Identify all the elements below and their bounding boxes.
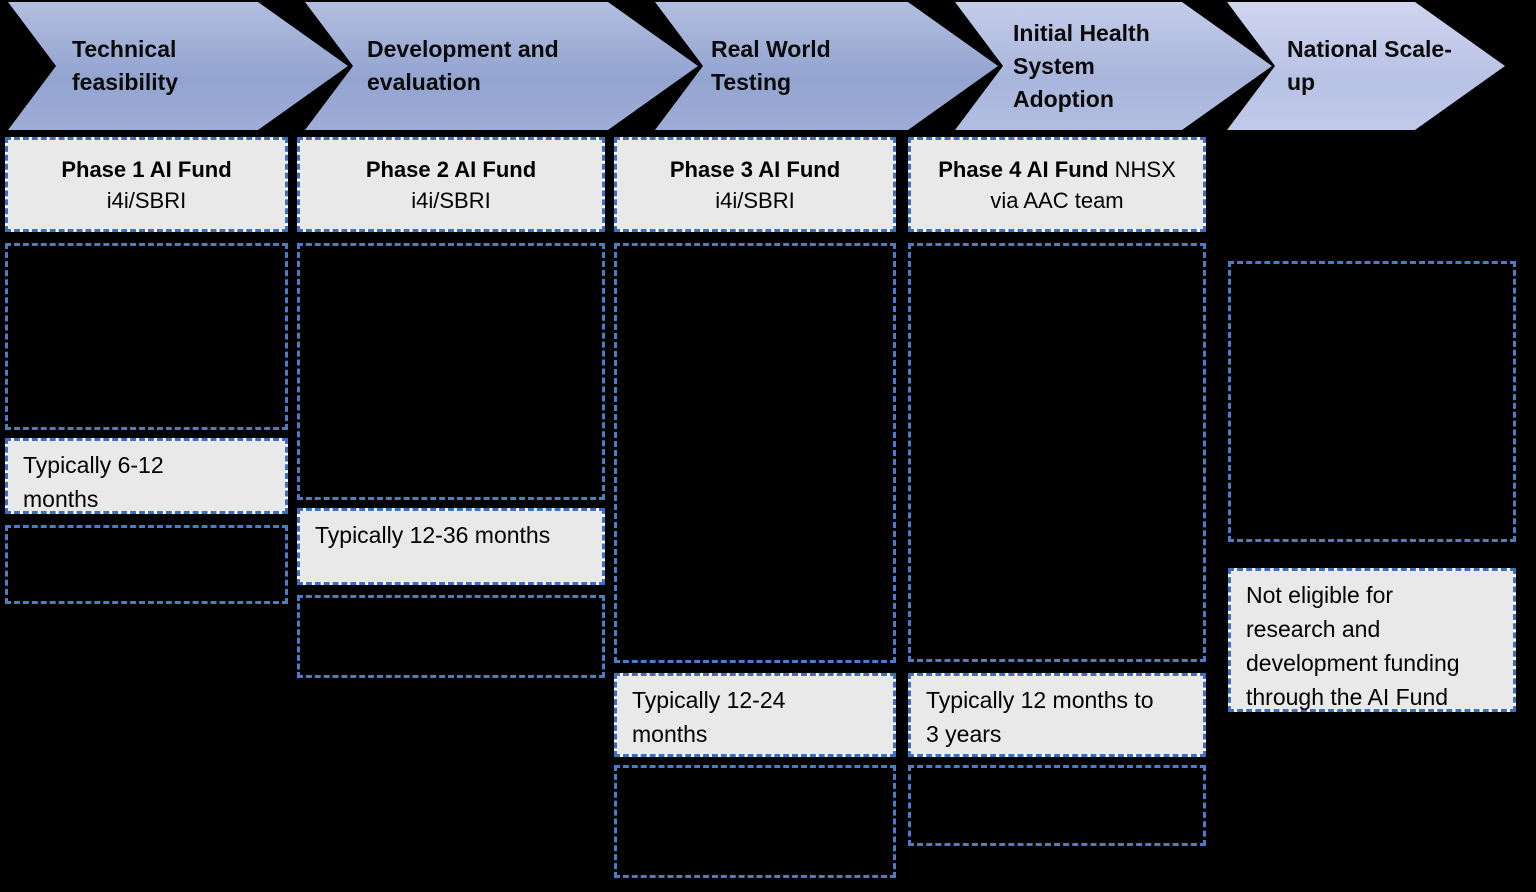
phase-3-fund-box: Phase 3 AI Fund i4i/SBRI: [614, 137, 896, 232]
stage-technical-feasibility: Technical feasibility: [8, 2, 348, 130]
stage-label: Technical feasibility: [72, 36, 179, 95]
duration-box-phase-1: Typically 6-12 months: [5, 438, 288, 514]
stage-real-world-testing: Real World Testing: [655, 2, 998, 130]
phase-title: Phase 3 AI Fund: [669, 156, 841, 182]
stage-label: Development and evaluation: [367, 36, 559, 95]
stage-label: Real World Testing: [711, 36, 831, 95]
duration-box-phase-4: Typically 12 months to 3 years: [908, 673, 1206, 757]
duration-text: Typically 6-12 months: [8, 441, 285, 512]
phase-subtitle: i4i/SBRI: [411, 187, 491, 213]
placeholder-box-col2-lower: [297, 595, 605, 678]
placeholder-box-col4-lower: [908, 765, 1206, 846]
stage-label: National Scale- up: [1287, 36, 1452, 95]
phase-subtitle: via AAC team: [990, 187, 1124, 213]
phase-title: Phase 4 AI Fund NHSX: [938, 156, 1176, 182]
phase-subtitle: i4i/SBRI: [715, 187, 795, 213]
phase-title: Phase 2 AI Fund: [365, 156, 537, 182]
duration-box-phase-2: Typically 12-36 months: [297, 508, 605, 585]
not-eligible-note-text: Not eligible for research and developmen…: [1231, 571, 1513, 710]
phase-1-fund-box-body: Phase 1 AI Fund i4i/SBRI: [8, 140, 285, 229]
phase-subtitle: i4i/SBRI: [106, 187, 187, 213]
phase-2-fund-box: Phase 2 AI Fund i4i/SBRI: [297, 137, 605, 232]
phase-2-fund-box-body: Phase 2 AI Fund i4i/SBRI: [300, 140, 602, 229]
placeholder-box-col5: [1228, 261, 1516, 542]
not-eligible-note-box: Not eligible for research and developmen…: [1228, 568, 1516, 712]
placeholder-box-col3-lower: [614, 765, 896, 878]
placeholder-box-col4-upper: [908, 243, 1206, 662]
duration-text: Typically 12-24 months: [617, 676, 893, 754]
stage-initial-health-system-adoption: Initial Health System Adoption: [955, 2, 1272, 130]
stage-development-and-evaluation: Development and evaluation: [305, 2, 698, 130]
placeholder-box-col1-lower: [5, 525, 288, 604]
phase-title: Phase 1 AI Fund: [61, 156, 232, 182]
duration-box-phase-3: Typically 12-24 months: [614, 673, 896, 757]
placeholder-box-col3-upper: [614, 243, 896, 663]
phase-3-fund-box-body: Phase 3 AI Fund i4i/SBRI: [617, 140, 893, 229]
placeholder-box-col2-upper: [297, 243, 605, 500]
phase-4-fund-box-body: Phase 4 AI Fund NHSX via AAC team: [911, 140, 1203, 229]
duration-text: Typically 12 months to 3 years: [911, 676, 1203, 754]
duration-text: Typically 12-36 months: [300, 511, 602, 582]
phase-4-fund-box: Phase 4 AI Fund NHSX via AAC team: [908, 137, 1206, 232]
phase-1-fund-box: Phase 1 AI Fund i4i/SBRI: [5, 137, 288, 232]
stage-label: Initial Health System Adoption: [1013, 19, 1150, 112]
placeholder-box-col1-upper: [5, 243, 288, 430]
